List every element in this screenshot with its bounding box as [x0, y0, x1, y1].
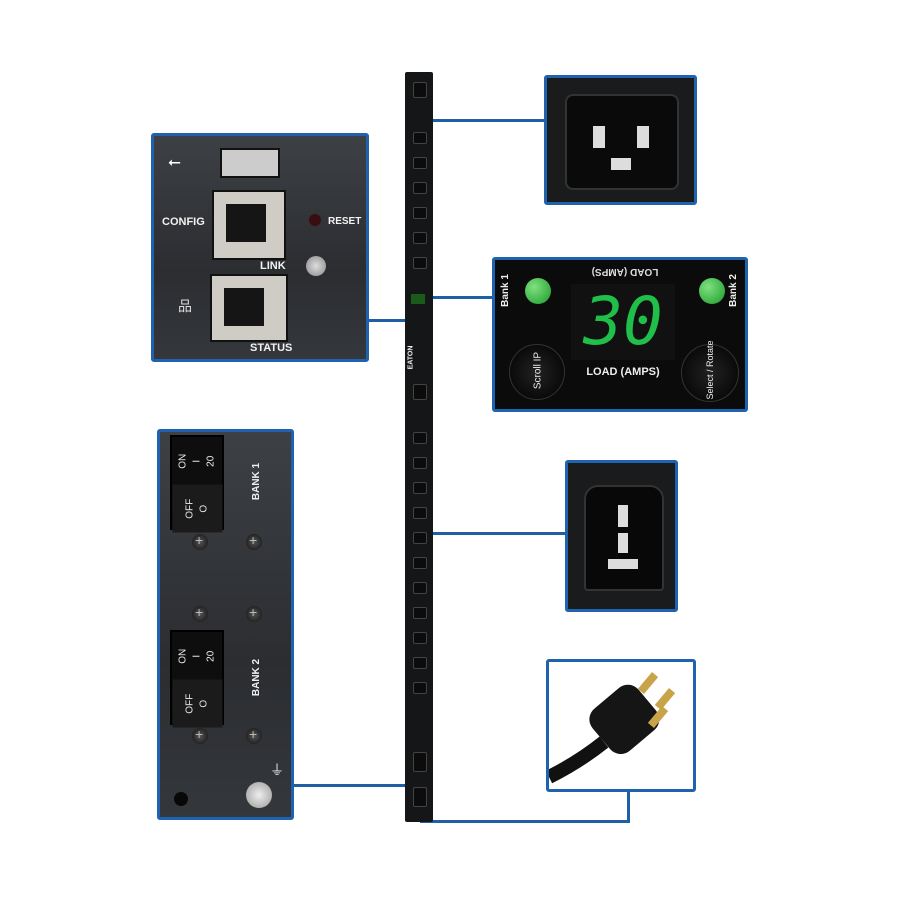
- outlet: [413, 132, 427, 144]
- bank2-breaker[interactable]: OFF O ON I 20: [170, 630, 224, 727]
- connector-line-c13: [433, 532, 566, 535]
- outlet: [413, 532, 427, 544]
- outlet: [413, 157, 427, 169]
- screw: [246, 726, 262, 744]
- network-icon: 品: [178, 298, 192, 314]
- outlet: [413, 257, 427, 269]
- load-label-inverted: LOAD (AMPS): [591, 266, 659, 277]
- outlet-c19: [413, 82, 427, 98]
- c13-outlet-panel: [565, 460, 678, 612]
- outlet: [413, 557, 427, 569]
- outlet-c19: [413, 384, 427, 400]
- usb-port: [220, 148, 280, 178]
- locking-plug-image: [549, 672, 676, 784]
- scroll-ip-label: Scroll IP: [532, 351, 544, 390]
- outlet: [413, 657, 427, 669]
- ground-screw: [246, 782, 272, 808]
- select-rotate-label: Select / Rotate: [705, 340, 715, 400]
- link-label: LINK: [260, 260, 286, 272]
- breaker-module: [413, 787, 427, 807]
- c19-outlet-panel: [544, 75, 697, 205]
- screw: [246, 532, 262, 550]
- on-label: ON: [177, 648, 188, 664]
- off-symbol: O: [198, 699, 209, 708]
- connector-line-display: [433, 296, 493, 299]
- outlet: [413, 482, 427, 494]
- connector-line-plug-h: [420, 820, 630, 823]
- bank1-breaker[interactable]: OFF O ON I 20: [170, 435, 224, 532]
- reset-button: [309, 214, 321, 226]
- off-symbol: O: [198, 504, 209, 513]
- off-label: OFF: [184, 693, 195, 714]
- off-label: OFF: [184, 498, 195, 519]
- connector-line-network: [367, 319, 405, 322]
- network-panel: ⭠ CONFIG RESET LINK 品 STATUS: [151, 133, 369, 362]
- outlet: [413, 182, 427, 194]
- screw: [192, 604, 208, 622]
- network-port: [210, 274, 288, 342]
- breaker-module: [413, 752, 427, 772]
- connector-line-c19: [433, 119, 545, 122]
- outlet: [413, 507, 427, 519]
- bank1-label: Bank 1: [499, 274, 511, 307]
- outlet: [413, 232, 427, 244]
- select-rotate-button[interactable]: Select / Rotate: [681, 340, 739, 402]
- bank2-label: Bank 2: [727, 274, 739, 307]
- load-display-panel: LOAD (AMPS) Bank 1 Bank 2 30 LOAD (AMPS)…: [492, 257, 748, 412]
- rating-label: 20: [205, 455, 216, 467]
- breaker-panel: OFF O ON I 20 BANK 1 OFF O ON I: [157, 429, 294, 820]
- on-label: ON: [177, 453, 188, 469]
- usb-icon: ⭠: [168, 154, 181, 171]
- outlet: [413, 582, 427, 594]
- bank1-label: BANK 1: [251, 462, 263, 501]
- outlet: [413, 607, 427, 619]
- scroll-ip-button[interactable]: Scroll IP: [509, 344, 565, 400]
- plug-panel: [546, 659, 696, 792]
- c19-receptacle: [565, 94, 679, 190]
- reset-label: RESET: [328, 216, 362, 227]
- bank2-label: BANK 2: [251, 658, 263, 697]
- connector-line-plug-v: [627, 790, 630, 822]
- load-label: LOAD (AMPS): [586, 366, 660, 378]
- outlet: [413, 207, 427, 219]
- on-symbol: I: [191, 654, 202, 658]
- outlet: [413, 432, 427, 444]
- load-readout: 30: [571, 284, 675, 360]
- outlet: [413, 457, 427, 469]
- on-symbol: I: [191, 459, 202, 463]
- ground-icon: ⏚: [270, 762, 284, 778]
- brand-logo: EATON: [407, 345, 415, 370]
- screw: [192, 726, 208, 744]
- rating-label: 20: [205, 650, 216, 662]
- connector-line-breaker: [292, 784, 405, 787]
- link-led: [306, 256, 326, 276]
- bank1-led: [525, 278, 551, 304]
- c13-receptacle: [584, 485, 664, 591]
- mount-hole: [174, 792, 188, 806]
- pdu-strip: EATON: [405, 72, 433, 822]
- status-label: STATUS: [250, 342, 293, 354]
- outlet: [413, 682, 427, 694]
- config-label: CONFIG: [162, 216, 205, 228]
- outlet: [413, 632, 427, 644]
- screw: [192, 532, 208, 550]
- screw: [246, 604, 262, 622]
- config-port: [212, 190, 286, 260]
- bank2-led: [699, 278, 725, 304]
- strip-display: [411, 294, 425, 304]
